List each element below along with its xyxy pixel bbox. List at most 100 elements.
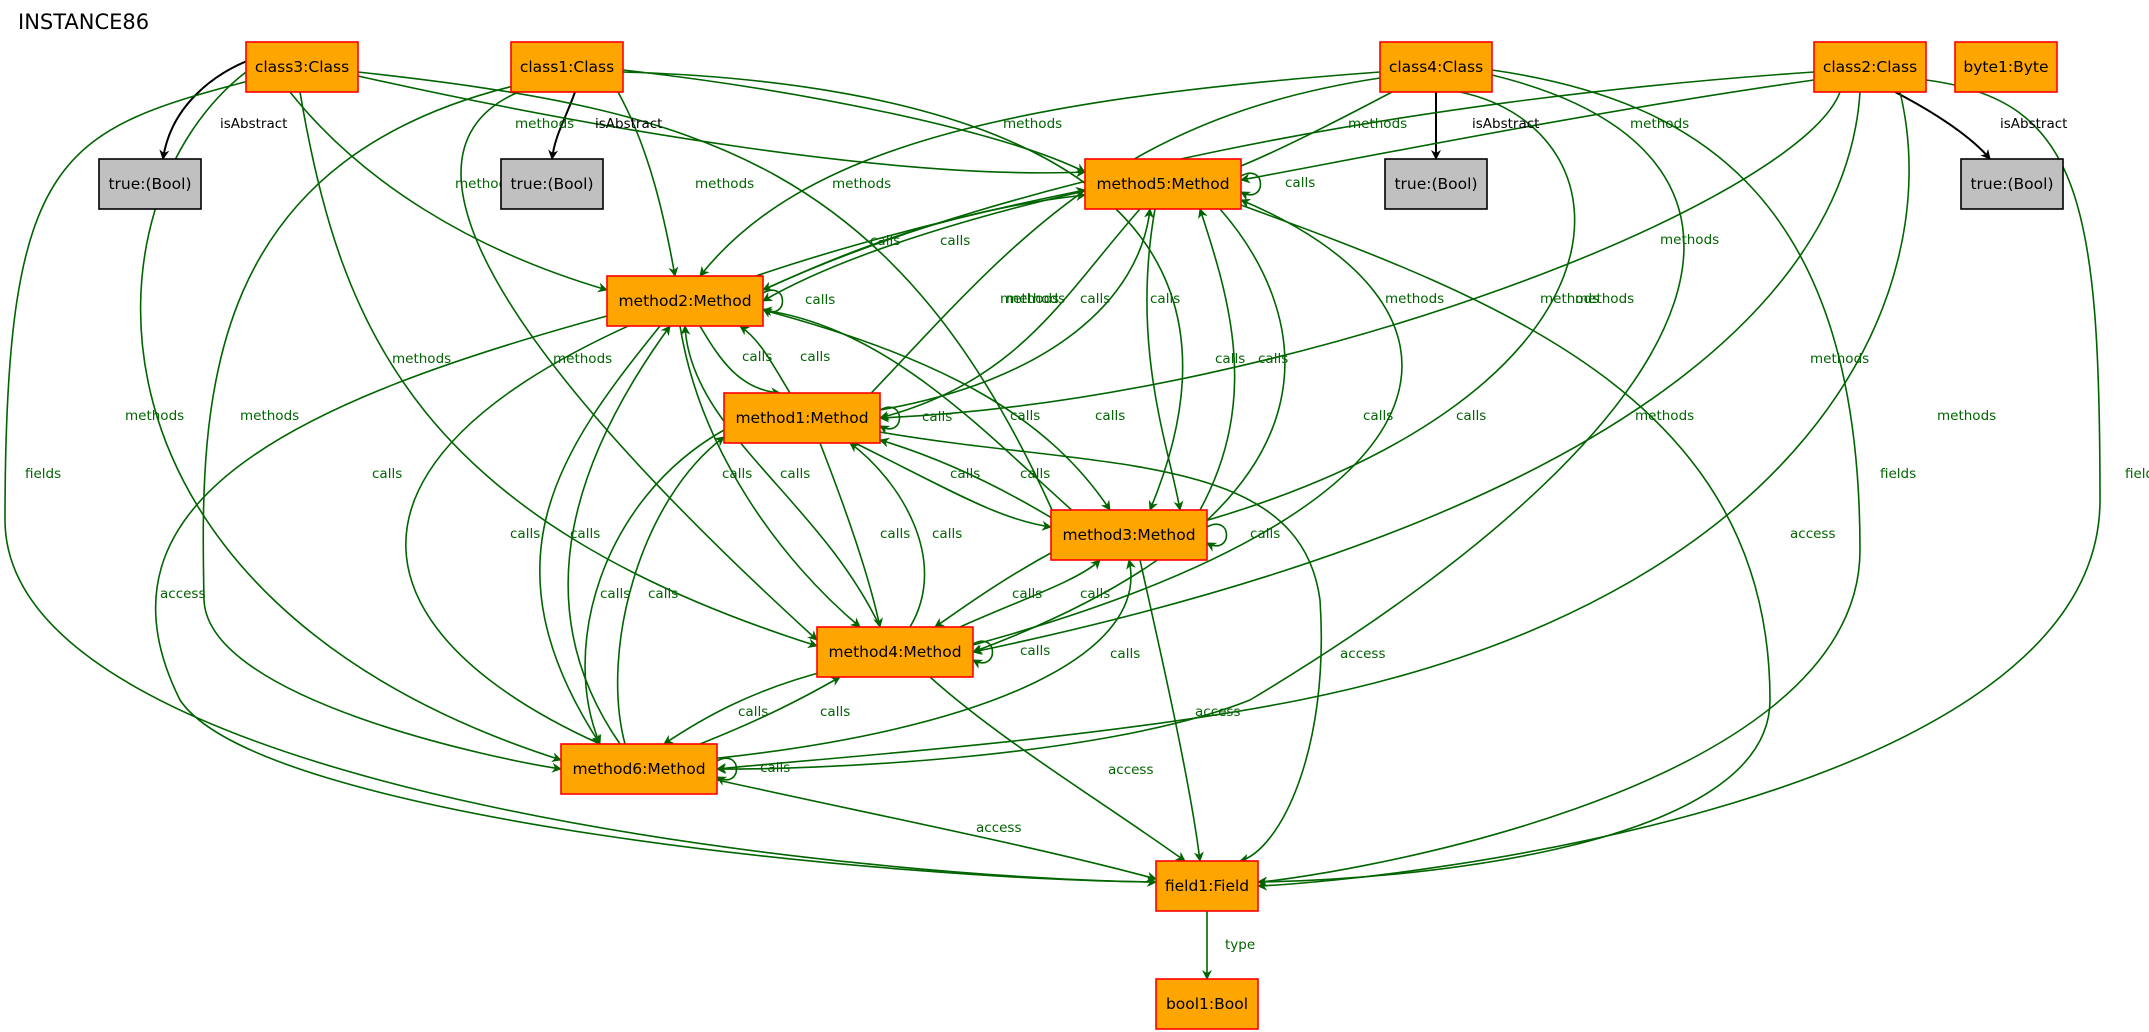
edge-label-calls: calls xyxy=(820,704,850,720)
node-box-true4 xyxy=(1384,158,1488,210)
edge-label-methods: methods xyxy=(832,176,891,192)
edge-label-methods: methods xyxy=(455,176,514,192)
edge-label-calls: calls xyxy=(870,233,900,249)
node-label-true1: true:(Bool) xyxy=(510,175,593,193)
edge-method5-calls-method2 xyxy=(762,190,1086,302)
edge-method1-calls-method1 xyxy=(879,406,901,435)
node-box-true3 xyxy=(98,158,202,210)
edge-label-calls: calls xyxy=(1363,408,1393,424)
edge-method3-calls-method4 xyxy=(934,547,1061,628)
node-true2: true:(Bool) xyxy=(1960,158,2064,210)
edge-label-calls: calls xyxy=(1258,351,1288,367)
edge-label-methods: methods xyxy=(1540,291,1599,307)
edge-label-methods: methods xyxy=(1348,116,1407,132)
edge-method3-calls-method5 xyxy=(1198,208,1236,511)
edge-label-access: access xyxy=(1108,762,1154,778)
node-box-method5 xyxy=(1084,158,1242,210)
edge-label-methods: methods xyxy=(515,116,574,132)
edge-class4-fields-field1 xyxy=(1257,69,1861,887)
edge-label-calls: calls xyxy=(1250,526,1280,542)
node-method1: method1:Method xyxy=(723,392,881,444)
edge-label-methods: methods xyxy=(1660,232,1719,248)
edge-label-methods: methods xyxy=(392,351,451,367)
edge-label-calls: calls xyxy=(1285,175,1315,191)
edge-label-calls: calls xyxy=(1095,408,1125,424)
edge-label-methods: methods xyxy=(1000,291,1059,307)
node-box-method4 xyxy=(816,626,974,678)
edge-label-type: type xyxy=(1225,937,1255,953)
node-bool1: bool1:Bool xyxy=(1155,978,1259,1030)
edge-class4-methods-method1 xyxy=(854,77,1381,411)
edge-method6-access-field1 xyxy=(716,779,1157,882)
edge-label-methods: methods xyxy=(1630,116,1689,132)
edge-method3-calls-method3 xyxy=(1206,523,1228,552)
node-label-field1: field1:Field xyxy=(1165,877,1249,895)
edge-method6-calls-method3 xyxy=(699,559,1136,761)
edge-class2-methods-method6 xyxy=(716,91,1910,774)
edge-label-methods: methods xyxy=(1385,291,1444,307)
node-box-method2 xyxy=(606,275,764,327)
edge-class1-methods-method5 xyxy=(622,69,1086,173)
edges-layer xyxy=(4,52,2101,980)
edge-class1-methods-method3 xyxy=(622,71,1184,511)
edge-class4-methods-method5 xyxy=(1224,91,1393,174)
edge-class1-isAbstract-true1 xyxy=(548,91,576,160)
node-box-class2 xyxy=(1813,41,1927,93)
edge-method4-calls-method5 xyxy=(972,198,1403,646)
edge-label-calls: calls xyxy=(1110,646,1140,662)
edge-label-fields: fields xyxy=(2125,466,2149,482)
edge-method4-calls-method3 xyxy=(959,559,1101,628)
edge-label-methods: methods xyxy=(1575,291,1634,307)
node-label-class2: class2:Class xyxy=(1823,58,1917,76)
edge-label-calls: calls xyxy=(600,586,630,602)
edge-label-access: access xyxy=(976,820,1022,836)
edge-method2-access-field1 xyxy=(154,315,1157,887)
node-box-class1 xyxy=(510,41,624,93)
edge-method1-calls-method2 xyxy=(739,325,791,394)
node-label-method5: method5:Method xyxy=(1096,175,1229,193)
edge-label-calls: calls xyxy=(800,349,830,365)
edge-method2-calls-method4 xyxy=(679,325,861,628)
node-box-bool1 xyxy=(1155,978,1259,1030)
node-method3: method3:Method xyxy=(1050,509,1208,561)
node-label-class3: class3:Class xyxy=(255,58,349,76)
edge-class2-methods-method1 xyxy=(879,91,1841,423)
node-label-bool1: bool1:Bool xyxy=(1166,995,1248,1013)
edge-label-calls: calls xyxy=(932,526,962,542)
edge-label-calls: calls xyxy=(950,466,980,482)
edge-method6-calls-method1 xyxy=(616,436,725,745)
edge-method2-calls-method2 xyxy=(762,289,784,318)
node-class2: class2:Class xyxy=(1813,41,1927,93)
edge-label-calls: calls xyxy=(1012,586,1042,602)
edge-label-calls: calls xyxy=(1080,291,1110,307)
edge-label-methods: methods xyxy=(1003,116,1062,132)
edge-label-methods: methods xyxy=(240,408,299,424)
edge-class2-isAbstract-true2 xyxy=(1894,91,1991,160)
edge-method4-calls-method4 xyxy=(972,640,994,669)
edge-label-calls: calls xyxy=(805,292,835,308)
edge-method3-calls-method2 xyxy=(762,306,1101,536)
node-label-method2: method2:Method xyxy=(618,292,751,310)
edge-method1-calls-method4 xyxy=(819,442,884,628)
edge-label-methods: methods xyxy=(1937,408,1996,424)
edge-label-calls: calls xyxy=(742,349,772,365)
node-box-method1 xyxy=(723,392,881,444)
node-box-field1 xyxy=(1155,860,1259,912)
edge-method4-calls-method2 xyxy=(680,325,881,628)
edge-label-access: access xyxy=(1195,704,1241,720)
node-field1: field1:Field xyxy=(1155,860,1259,912)
node-true4: true:(Bool) xyxy=(1384,158,1488,210)
node-label-true4: true:(Bool) xyxy=(1394,175,1477,193)
node-method2: method2:Method xyxy=(606,275,764,327)
node-byte1: byte1:Byte xyxy=(1954,41,2058,93)
edge-label-fields: fields xyxy=(25,466,61,482)
edge-label-calls: calls xyxy=(372,466,402,482)
node-box-method6 xyxy=(560,743,718,795)
edge-label-access: access xyxy=(160,586,206,602)
edge-method6-calls-method4 xyxy=(699,676,841,745)
edge-method2-calls-method6 xyxy=(538,325,661,745)
node-label-method1: method1:Method xyxy=(735,409,868,427)
edge-method5-calls-method5 xyxy=(1240,172,1262,201)
edge-class4-methods-method2 xyxy=(699,71,1381,277)
